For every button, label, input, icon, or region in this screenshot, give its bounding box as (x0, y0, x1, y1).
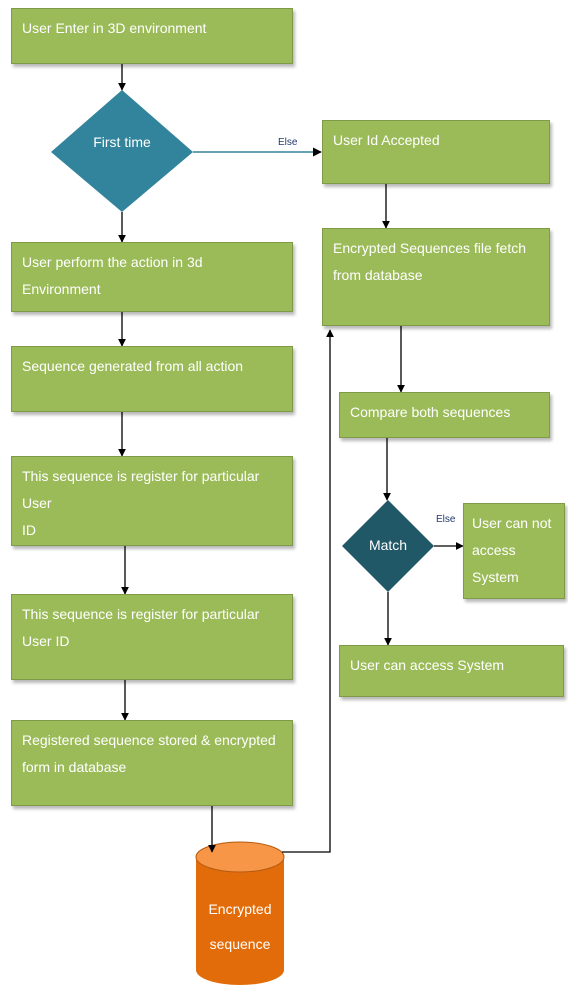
encrypted-fetch-line-1: Encrypted Sequences file fetch (333, 240, 527, 256)
register-2-line-1: This sequence is register for particular (22, 606, 260, 622)
encrypted-fetch-box: Encrypted Sequences file fetch from data… (322, 228, 550, 326)
stored-encrypted-line-2: form in database (22, 759, 127, 775)
user-id-accepted-box: User Id Accepted (322, 120, 550, 184)
user-enter-label: User Enter in 3D environment (22, 20, 207, 36)
stored-encrypted-line-1: Registered sequence stored & encrypted (22, 732, 276, 748)
first-time-label: First time (93, 134, 151, 150)
register-1-line-1: This sequence is register for particular… (22, 468, 260, 511)
register-1-line-2: ID (22, 522, 36, 538)
encrypted-fetch-line-2: from database (333, 267, 423, 283)
match-label: Match (368, 537, 408, 553)
database-line-1: Encrypted (208, 901, 272, 917)
register-2-line-2: User ID (22, 633, 70, 649)
can-access-label: User can access System (350, 657, 505, 673)
register-box-1: This sequence is register for particular… (11, 456, 293, 546)
database-cylinder (195, 841, 285, 985)
first-time-decision (51, 90, 193, 212)
user-enter-box: User Enter in 3D environment (11, 8, 293, 64)
compare-label: Compare both sequences (350, 404, 511, 420)
user-id-accepted-label: User Id Accepted (333, 132, 440, 148)
user-perform-box: User perform the action in 3d Environmen… (11, 242, 293, 312)
match-decision (342, 500, 434, 592)
register-box-2: This sequence is register for particular… (11, 594, 293, 680)
cannot-access-box: User can not access System (463, 503, 565, 599)
can-access-box: User can access System (339, 645, 564, 697)
sequence-generated-box: Sequence generated from all action (11, 346, 293, 412)
database-line-2: sequence (209, 936, 271, 952)
sequence-generated-label: Sequence generated from all action (22, 358, 244, 374)
cannot-access-line-1: User can not (472, 515, 552, 531)
arrow-database-to-fetch (282, 329, 334, 853)
cannot-access-line-2: access System (472, 542, 519, 585)
user-perform-label: User perform the action in 3d Environmen… (22, 254, 203, 297)
compare-box: Compare both sequences (339, 392, 550, 438)
database-label: Encrypted sequence (196, 896, 284, 958)
stored-encrypted-box: Registered sequence stored & encrypted f… (11, 720, 293, 806)
first-time-else-label: Else (278, 137, 298, 148)
match-else-label: Else (436, 514, 456, 525)
